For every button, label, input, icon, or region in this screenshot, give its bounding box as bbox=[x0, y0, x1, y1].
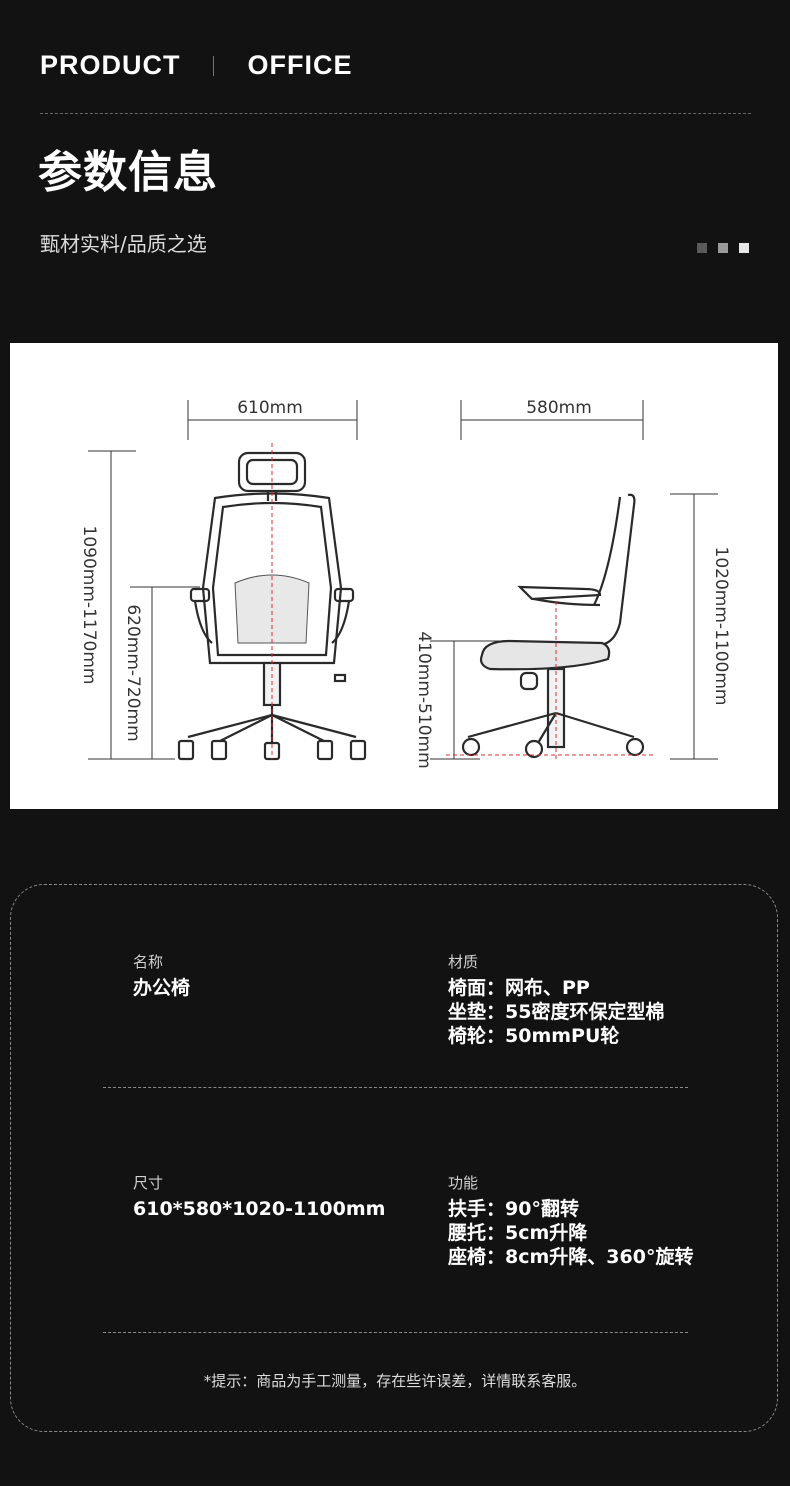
pagination-dots bbox=[697, 243, 749, 253]
total-height-side-label: 1020mm-1100mm bbox=[711, 547, 731, 706]
chair-front-view bbox=[177, 451, 367, 761]
spec-card bbox=[10, 884, 778, 1432]
size-value: 610*580*1020-1100mm bbox=[133, 1198, 386, 1220]
size-label: 尺寸 bbox=[133, 1174, 164, 1192]
material-line: 坐垫：55密度环保定型棉 bbox=[448, 1001, 665, 1023]
name-value: 办公椅 bbox=[133, 977, 191, 999]
material-line: 椅轮：50mmPU轮 bbox=[448, 1025, 620, 1047]
measurement-note: *提示：商品为手工测量，存在些许误差，详情联系客服。 bbox=[203, 1372, 587, 1390]
brand-office: OFFICE bbox=[247, 50, 353, 80]
seat-height-label: 410mm-510mm bbox=[414, 631, 434, 768]
dot-2 bbox=[718, 243, 728, 253]
total-height-front-label: 1090mm-1170mm bbox=[79, 526, 99, 685]
brand-product: PRODUCT bbox=[40, 50, 181, 80]
page-subtitle: 甄材实料/品质之选 bbox=[40, 232, 207, 256]
side-depth-label: 580mm bbox=[526, 398, 592, 418]
chair-drawing: 610mm 580mm 1090mm-1170mm 620mm-720mm 41… bbox=[79, 398, 731, 769]
dimension-diagram: 610mm 580mm 1090mm-1170mm 620mm-720mm 41… bbox=[10, 343, 778, 809]
dot-3 bbox=[739, 243, 749, 253]
dimension-lines bbox=[88, 400, 718, 760]
front-width-label: 610mm bbox=[237, 398, 303, 418]
header-divider bbox=[40, 113, 751, 114]
function-line: 腰托：5cm升降 bbox=[448, 1222, 588, 1244]
brand-separator bbox=[212, 55, 214, 76]
brand-header: PRODUCT OFFICE bbox=[40, 50, 353, 81]
function-line: 扶手：90°翻转 bbox=[448, 1198, 579, 1220]
material-list: 椅面：网布、PP 坐垫：55密度环保定型棉 椅轮：50mmPU轮 bbox=[448, 976, 664, 1048]
function-list: 扶手：90°翻转 腰托：5cm升降 座椅：8cm升降、360°旋转 bbox=[448, 1197, 693, 1269]
chair-side-view bbox=[461, 493, 645, 759]
material-line: 椅面：网布、PP bbox=[448, 977, 590, 999]
armrest-height-label: 620mm-720mm bbox=[123, 604, 143, 741]
function-label: 功能 bbox=[448, 1174, 479, 1192]
spec-divider bbox=[103, 1087, 688, 1088]
page-title: 参数信息 bbox=[38, 147, 218, 198]
material-label: 材质 bbox=[448, 953, 479, 971]
spec-divider bbox=[103, 1332, 688, 1333]
dot-1 bbox=[697, 243, 707, 253]
name-label: 名称 bbox=[133, 953, 164, 971]
function-line: 座椅：8cm升降、360°旋转 bbox=[448, 1246, 694, 1268]
